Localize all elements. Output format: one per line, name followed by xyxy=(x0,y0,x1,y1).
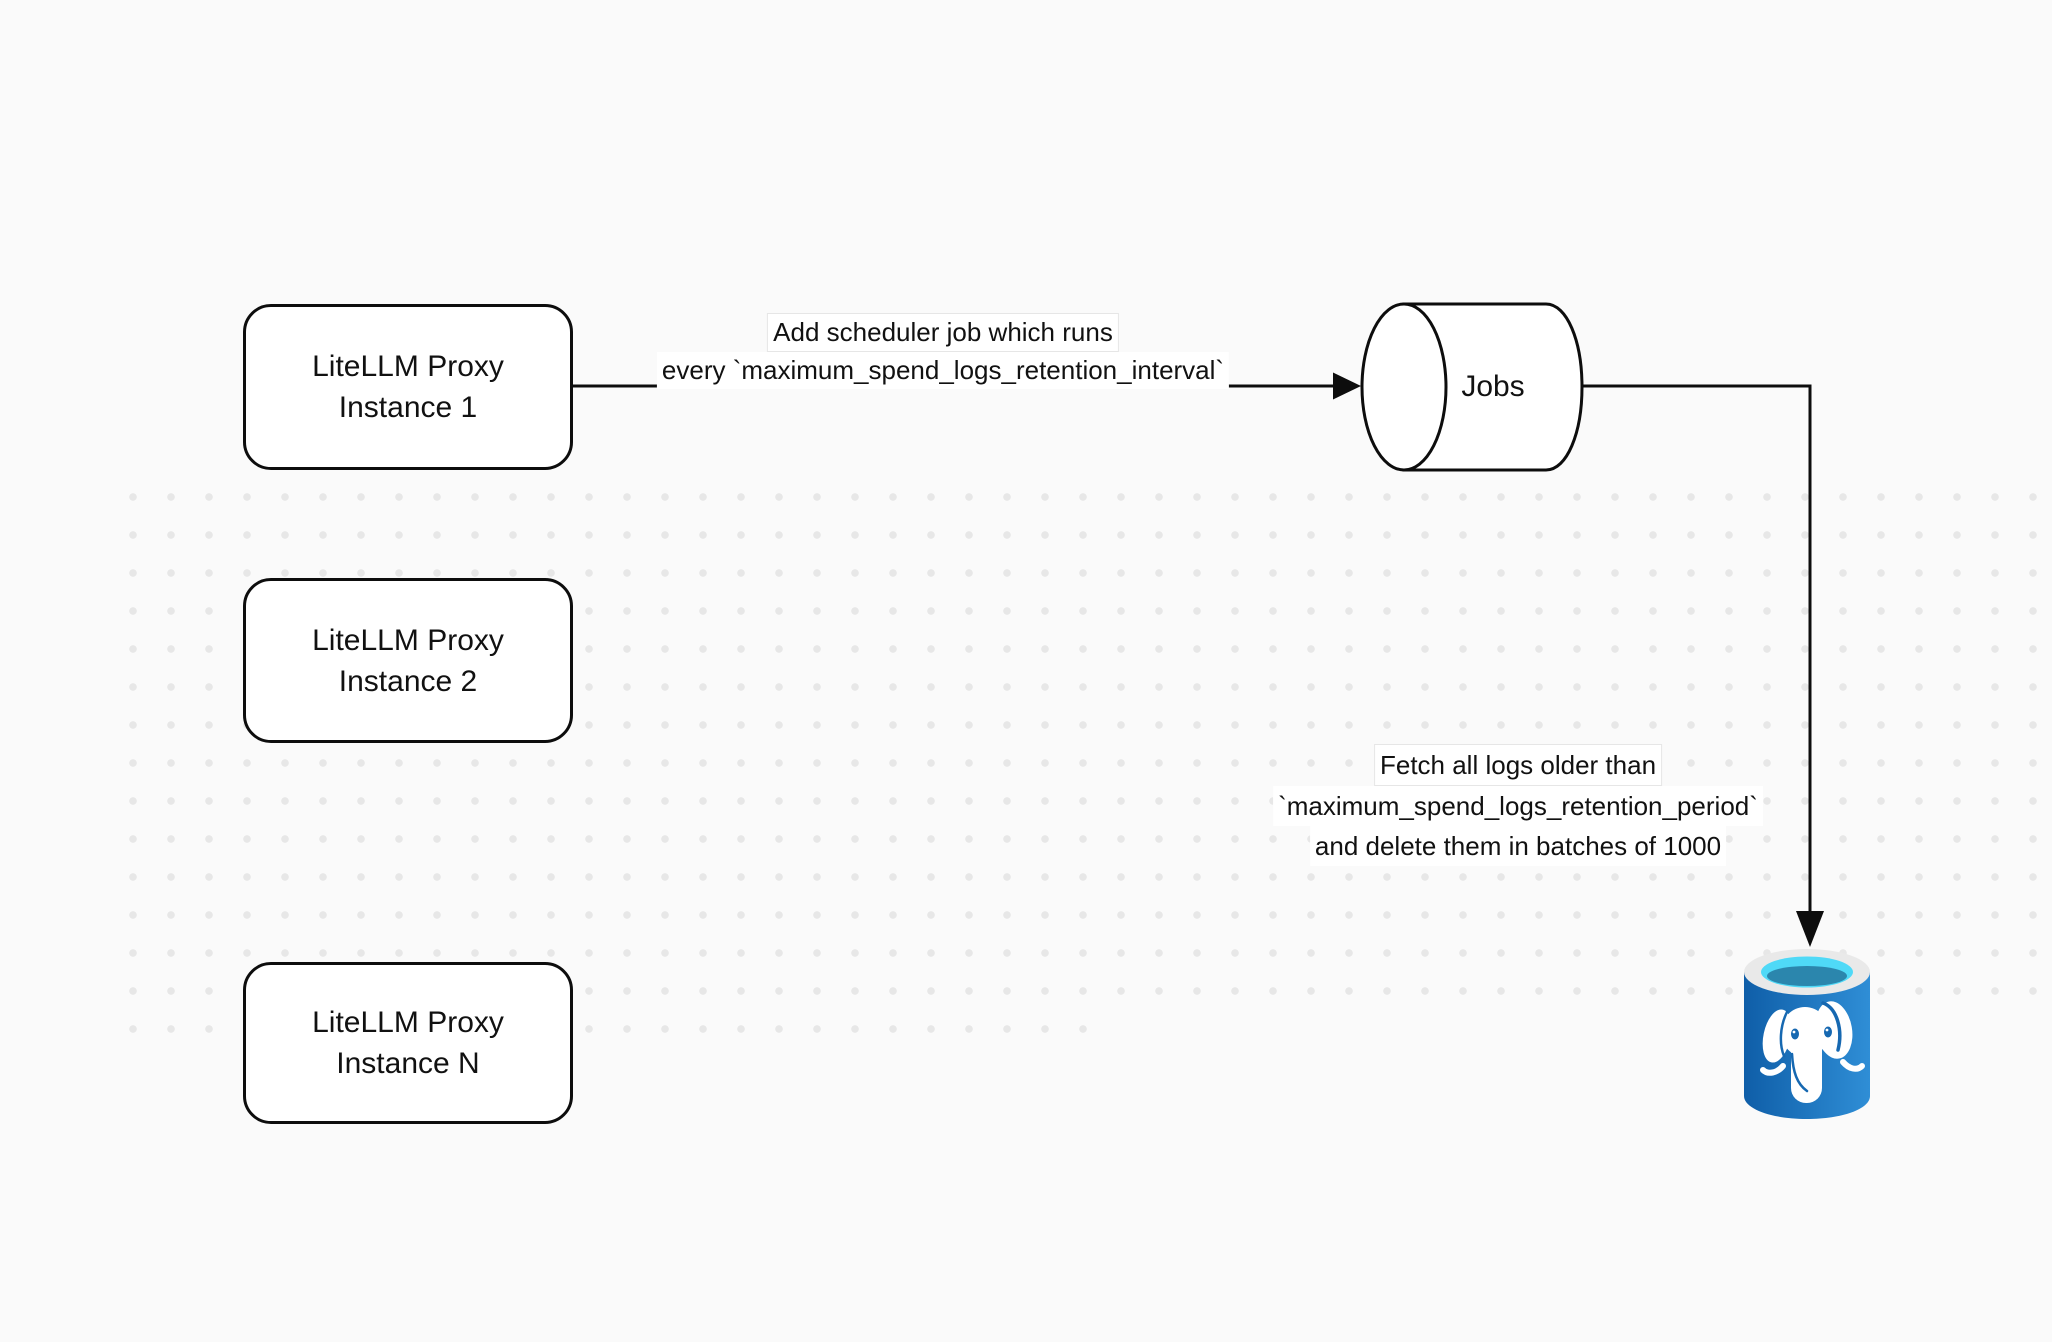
arrow-fetch-delete xyxy=(1582,384,1824,947)
node-label-line: Instance 1 xyxy=(338,391,478,424)
node-litellm-proxy-1: LiteLLM Proxy Instance 1 xyxy=(243,304,573,470)
jobs-node-label: Jobs xyxy=(1461,370,1525,403)
postgres-database-icon xyxy=(1744,949,1870,1119)
arrowhead-down-icon xyxy=(1796,911,1824,947)
node-label-line: LiteLLM Proxy xyxy=(312,350,504,383)
edge-label-text: `maximum_spend_logs_retention_period` xyxy=(1273,786,1763,826)
node-litellm-proxy-2: LiteLLM Proxy Instance 2 xyxy=(243,578,573,743)
node-label-line: Instance 2 xyxy=(338,664,478,698)
edge-label-text: and delete them in batches of 1000 xyxy=(1309,826,1727,866)
edge-label-text: every `maximum_spend_logs_retention_inte… xyxy=(656,352,1230,389)
postgres-elephant-icon xyxy=(1760,1001,1865,1103)
postgres-liquid xyxy=(1767,966,1847,986)
node-litellm-proxy-n: LiteLLM Proxy Instance N xyxy=(243,962,573,1124)
node-label-line: LiteLLM Proxy xyxy=(312,1006,504,1039)
edge-label-fetch-delete: Fetch all logs older than `maximum_spend… xyxy=(1273,744,1763,866)
node-label-line: LiteLLM Proxy xyxy=(312,623,504,657)
node-label-line: Instance N xyxy=(336,1047,480,1080)
edge-label-scheduler: Add scheduler job which runs every `maxi… xyxy=(656,313,1230,389)
edge-label-text: Add scheduler job which runs xyxy=(767,313,1119,352)
jobs-cylinder xyxy=(1360,302,1584,472)
arrowhead-right-icon xyxy=(1333,372,1361,400)
edge-label-text: Fetch all logs older than xyxy=(1373,744,1663,786)
dot-grid-background xyxy=(114,478,2052,1010)
